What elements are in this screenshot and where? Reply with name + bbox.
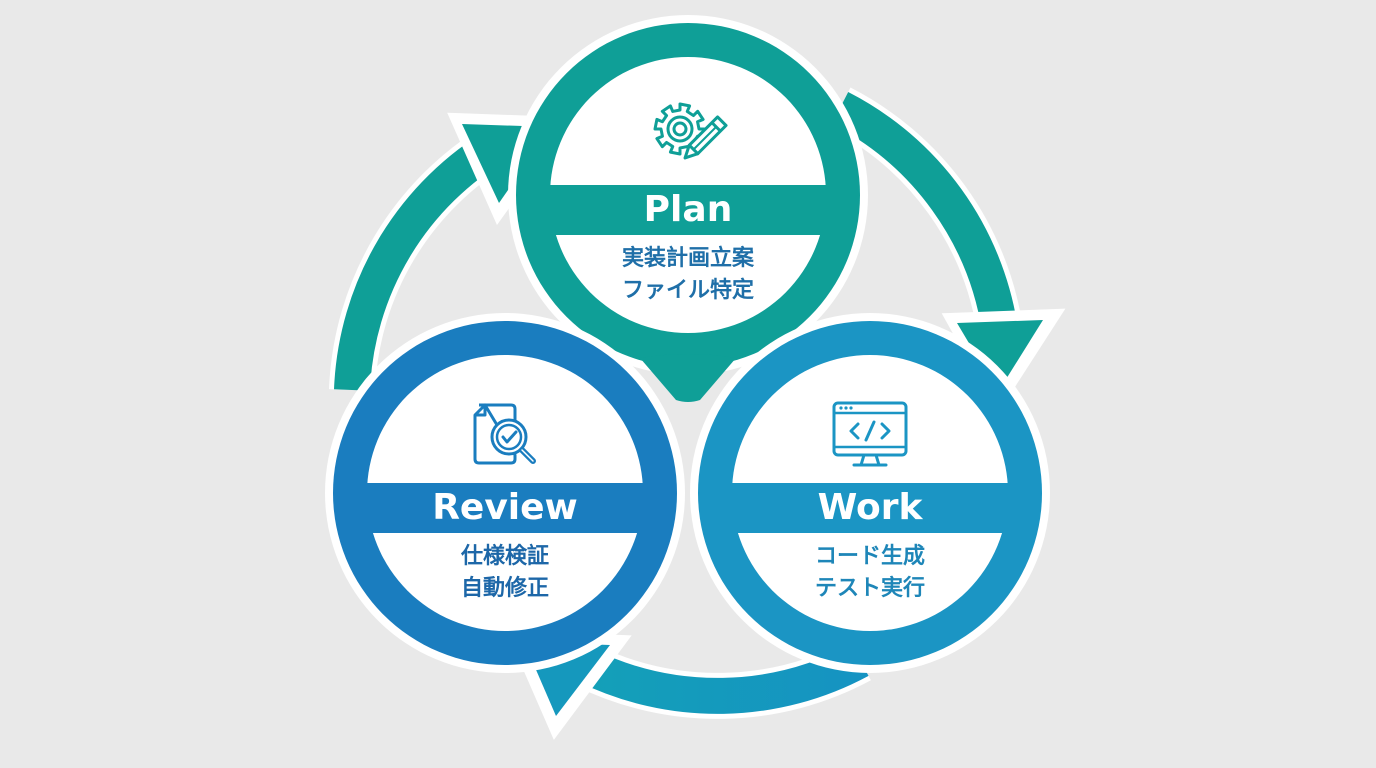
node-plan-description-line: 実装計画立案 — [621, 246, 754, 271]
node-review-title-bar — [367, 483, 643, 533]
document-search-check-icon — [473, 403, 536, 465]
node-work-title-bar — [732, 483, 1008, 533]
node-plan-title-bar — [550, 185, 826, 235]
node-work — [690, 313, 1050, 673]
node-work-description-line: コード生成 — [814, 544, 925, 569]
node-work-description-line: テスト実行 — [814, 576, 925, 601]
node-plan-description: 実装計画立案ファイル特定 — [568, 243, 808, 307]
node-review-title: Review — [432, 487, 578, 528]
node-plan — [508, 15, 868, 375]
node-plan-title: Plan — [643, 189, 733, 230]
gear-pencil-icon — [653, 102, 728, 160]
plan-ring-tail — [640, 354, 736, 402]
node-review — [325, 313, 685, 673]
cycle-nodes — [325, 15, 1050, 673]
arrow-review-to-plan — [329, 112, 575, 392]
code-monitor-icon — [832, 401, 908, 467]
node-plan-description-line: ファイル特定 — [621, 278, 754, 303]
node-review-description-line: 自動修正 — [460, 576, 549, 601]
node-work-description: コード生成テスト実行 — [750, 541, 990, 605]
node-review-description-line: 仕様検証 — [460, 544, 549, 569]
node-work-title: Work — [817, 487, 923, 528]
arrow-plan-to-work — [829, 87, 1066, 414]
node-review-description: 仕様検証自動修正 — [385, 541, 625, 605]
